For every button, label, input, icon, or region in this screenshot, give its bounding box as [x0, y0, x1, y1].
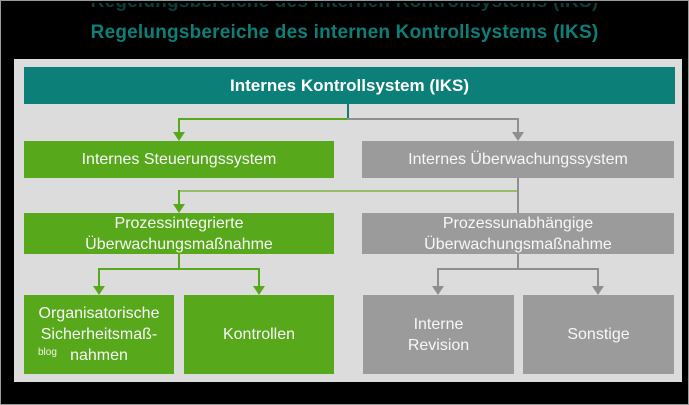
connector-prozessintegriert-stem: [178, 190, 180, 204]
node-label: Internes Überwachungssystem: [408, 151, 628, 168]
arrowhead-down-icon: [93, 286, 105, 295]
connector-cross-green: [178, 190, 517, 192]
node-label-line: Überwachungsmaßnahme: [424, 235, 612, 253]
node-label-line: Prozessunabhängige: [442, 214, 594, 232]
arrowhead-down-icon: [173, 132, 185, 141]
node-label-line: Überwachungsmaßnahme: [85, 235, 273, 253]
node-sonstige: Sonstige: [523, 295, 674, 374]
node-label: Internes Kontrollsystem (IKS): [230, 76, 469, 95]
connector-ueberwachung-down: [517, 178, 519, 213]
node-interne-revision: Interne Revision: [363, 295, 514, 374]
ghost-title-text: Regelungsbereiche des internen Kontrolls…: [91, 3, 599, 13]
node-label-line: Interne: [413, 315, 464, 333]
node-label-line: Organisatorische: [38, 305, 160, 322]
node-label-line: nahmen: [70, 347, 128, 364]
connector-steuerung-stem: [178, 118, 180, 132]
diagram-panel: Internes Kontrollsystem (IKS) Internes S…: [14, 59, 682, 382]
arrowhead-down-icon: [592, 286, 604, 295]
node-label: Prozessunabhängige Überwachungsmaßnahme: [424, 213, 612, 255]
connector-ueberwachung-stem: [517, 118, 519, 132]
node-prozessunabhaengige-ueberwachungsmassnahme: Prozessunabhängige Überwachungsmaßnahme: [362, 213, 674, 254]
node-label: Interne Revision: [408, 314, 469, 356]
node-label: Sonstige: [567, 326, 630, 343]
node-label-line: Prozessintegrierte: [114, 214, 244, 232]
arrowhead-down-icon: [253, 286, 265, 295]
node-label: Prozessintegrierte Überwachungsmaßnahme: [85, 213, 273, 255]
connector-root-stem: [347, 104, 349, 120]
connector-puna-down: [517, 254, 519, 268]
node-organisatorische-sicherheitsmassnahmen: Organisatorische Sicherheitsmaß- nahmen …: [24, 295, 174, 374]
node-internes-ueberwachungssystem: Internes Überwachungssystem: [362, 141, 674, 178]
connector-pint-split: [98, 268, 260, 270]
arrowhead-down-icon: [432, 286, 444, 295]
node-label: Organisatorische Sicherheitsmaß- nahmen: [39, 303, 160, 366]
arrowhead-down-icon: [173, 204, 185, 213]
node-internes-kontrollsystem: Internes Kontrollsystem (IKS): [24, 67, 675, 104]
connector-root-left: [178, 118, 349, 120]
ghost-title: Regelungsbereiche des internen Kontrolls…: [1, 3, 688, 19]
node-kontrollen: Kontrollen: [184, 295, 334, 374]
blog-watermark: blog: [38, 347, 57, 358]
connector-org-stem: [98, 268, 100, 286]
connector-revision-stem: [437, 268, 439, 286]
connector-pint-down: [178, 254, 180, 268]
node-label-line: Sicherheitsmaß-: [40, 326, 158, 343]
connector-sonstige-stem: [597, 268, 599, 286]
connector-puna-split: [437, 268, 599, 270]
page-title: Regelungsbereiche des internen Kontrolls…: [90, 22, 599, 43]
node-label: Internes Steuerungssystem: [81, 151, 277, 168]
connector-kontrollen-stem: [258, 268, 260, 286]
node-prozessintegrierte-ueberwachungsmassnahme: Prozessintegrierte Überwachungsmaßnahme: [24, 213, 334, 254]
node-label-line: Revision: [407, 336, 470, 354]
node-internes-steuerungssystem: Internes Steuerungssystem: [24, 141, 334, 178]
arrowhead-down-icon: [512, 132, 524, 141]
connector-root-right: [347, 118, 519, 120]
node-label: Kontrollen: [222, 326, 296, 343]
